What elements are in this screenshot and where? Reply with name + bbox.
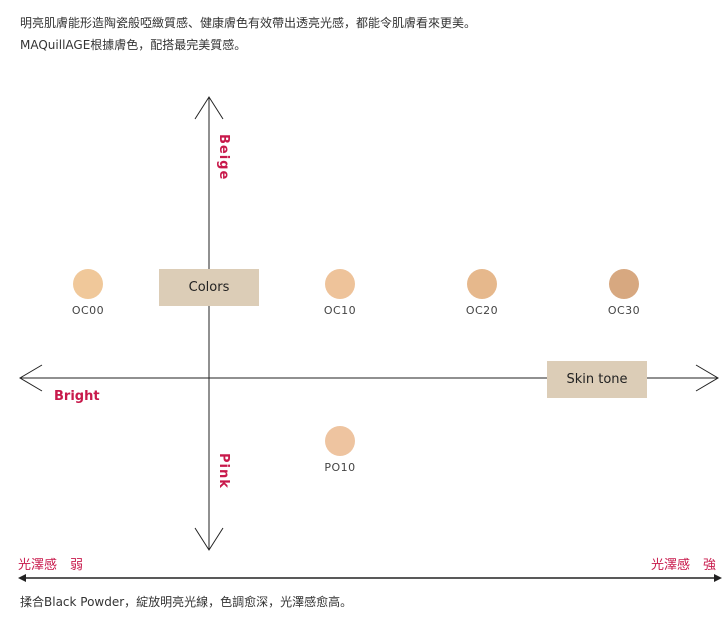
swatch-po10 <box>325 426 355 456</box>
footer-text: 揉合Black Powder，綻放明亮光線，色調愈深，光澤感愈高。 <box>20 595 353 609</box>
gloss-scale-right-arrowhead <box>714 574 722 582</box>
gloss-weak-label: 光澤感 弱 <box>18 558 84 573</box>
bright-axis-label: Bright <box>54 389 100 404</box>
vertical-axis-down-arrow <box>194 527 224 551</box>
swatch-oc00 <box>73 269 103 299</box>
colors-tag: Colors <box>159 269 259 306</box>
shade-code-po10: PO10 <box>324 461 356 474</box>
intro-line-1: 明亮肌膚能形造陶瓷般啞緻質感、健康膚色有效帶出透亮光感，都能令肌膚看來更美。 <box>20 16 477 30</box>
swatch-oc30 <box>609 269 639 299</box>
horizontal-axis-left-arrow <box>19 364 43 392</box>
shade-code-oc30: OC30 <box>607 304 641 317</box>
swatch-oc10 <box>325 269 355 299</box>
swatch-oc20 <box>467 269 497 299</box>
horizontal-axis-right-arrow <box>695 364 719 392</box>
shade-code-oc20: OC20 <box>465 304 499 317</box>
shade-code-oc00: OC00 <box>71 304 105 317</box>
intro-line-2: MAQuillAGE根據膚色，配搭最完美質感。 <box>20 38 247 52</box>
beige-axis-label: Beige <box>216 134 231 181</box>
gloss-strong-label: 光澤感 強 <box>651 558 717 573</box>
shade-code-oc10: OC10 <box>323 304 357 317</box>
gloss-scale-left-arrowhead <box>18 574 26 582</box>
skin-tone-tag: Skin tone <box>547 361 647 398</box>
vertical-axis-up-arrow <box>194 96 224 120</box>
pink-axis-label: Pink <box>216 453 231 489</box>
